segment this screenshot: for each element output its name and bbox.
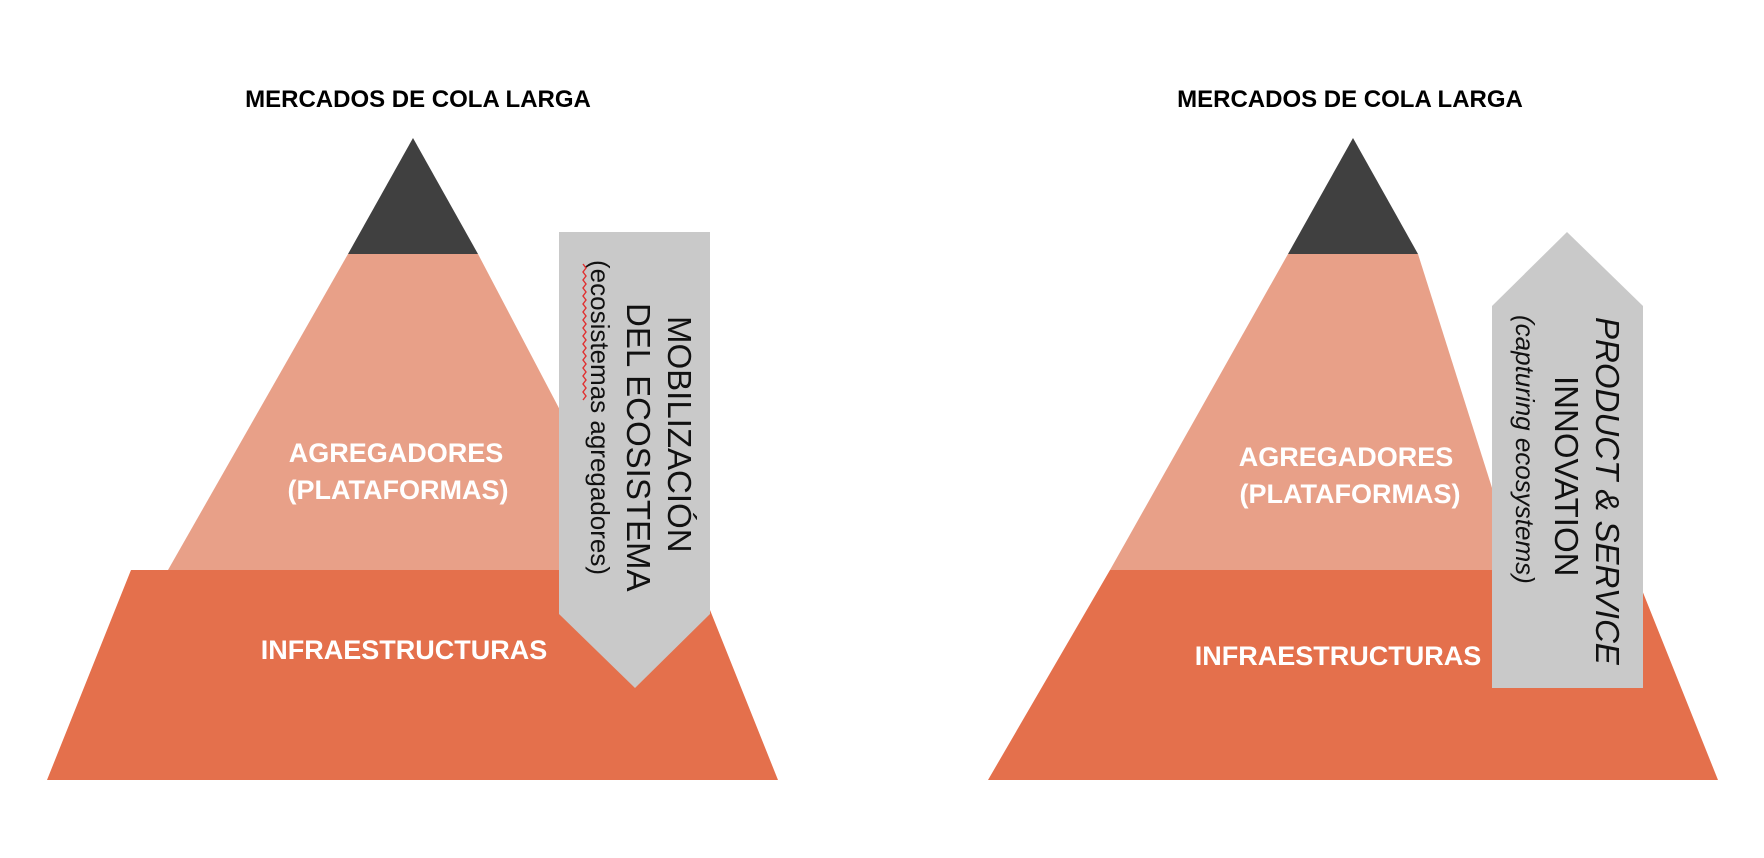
left-down-arrow [559,232,710,688]
left-arrow-label-line3: (ecosistemas agregadores) [585,260,615,575]
left-infrastructure-label: INFRAESTRUCTURAS [261,635,548,665]
left-apex-tier [348,138,478,254]
left-arrow-label-line2: DEL ECOSISTEMA [620,303,657,592]
right-platforms-tier [1110,254,1518,570]
left-pyramid-title: MERCADOS DE COLA LARGA [245,86,591,113]
right-arrow-label-line3: (capturing ecosystems) [1510,315,1540,584]
right-infrastructure-label: INFRAESTRUCTURAS [1195,641,1482,671]
right-arrow-label-line1: PRODUCT & SERVICE [1589,317,1626,666]
spellcheck-underline [582,263,587,401]
right-up-arrow [1492,232,1643,688]
right-platforms-label-line2: (PLATAFORMAS) [1240,479,1461,509]
right-pyramid: MERCADOS DE COLA LARGA AGREGADORES (PLAT… [988,86,1718,780]
right-apex-tier [1288,138,1418,254]
left-pyramid: MERCADOS DE COLA LARGA AGREGADORES (PLAT… [47,86,778,780]
left-arrow-label-line1: MOBILIZACIÓN [661,316,698,553]
right-platforms-label-line1: AGREGADORES [1239,442,1454,472]
left-platforms-label-line1: AGREGADORES [289,438,504,468]
left-platforms-tier [168,254,644,570]
left-platforms-label-line2: (PLATAFORMAS) [288,475,509,505]
right-pyramid-title: MERCADOS DE COLA LARGA [1177,86,1523,113]
right-arrow-label-line2: INNOVATION [1548,376,1585,576]
